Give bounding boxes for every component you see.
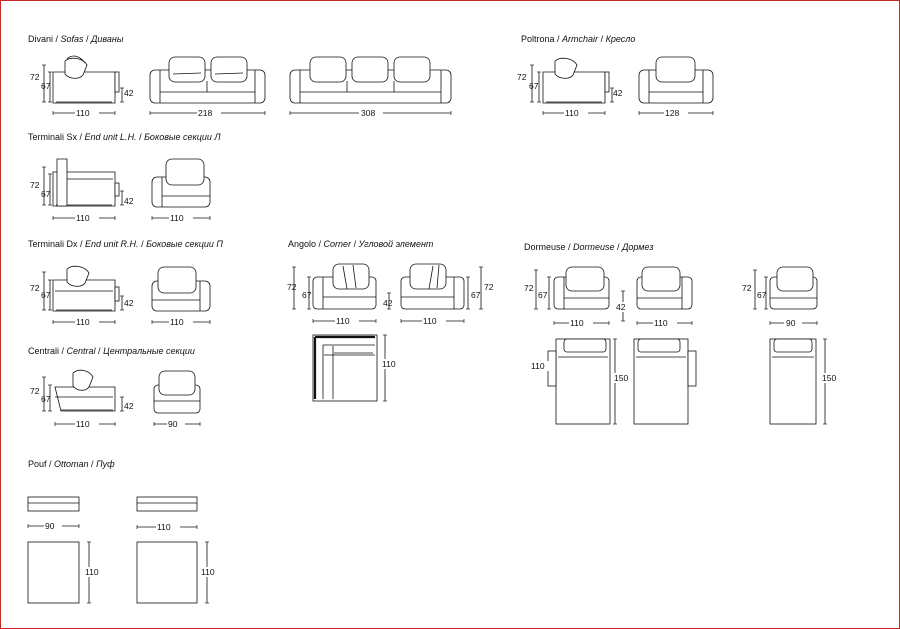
section-title-pouf: Pouf / Ottoman / Пуф — [28, 459, 115, 469]
dim-height-72: 72 — [30, 386, 40, 396]
dim-height-72: 72 — [30, 180, 40, 190]
sofa-side-view — [42, 55, 124, 115]
pouf-90-plan-view — [27, 541, 91, 604]
dim-height-72: 72 — [287, 282, 297, 292]
section-title-end-rh: Terminali Dx / End unit R.H. / Боковые с… — [28, 239, 223, 249]
dim-height-42: 42 — [616, 302, 626, 312]
corner-left-front-view — [292, 263, 377, 323]
dim-depth-110: 110 — [76, 108, 90, 118]
section-title-end-lh: Terminali Sx / End unit L.H. / Боковые с… — [28, 132, 221, 142]
dim-height-67: 67 — [529, 81, 539, 91]
dim-height-42: 42 — [124, 196, 134, 206]
dim-height-67: 67 — [41, 189, 51, 199]
dim-length-150: 150 — [614, 373, 628, 383]
dim-height-72: 72 — [484, 282, 494, 292]
end-unit-lh-front-view — [151, 158, 211, 220]
dim-height-67: 67 — [41, 394, 51, 404]
dim-height-72: 72 — [30, 72, 40, 82]
dim-depth-110: 110 — [76, 419, 90, 429]
pouf-110-front-view — [136, 496, 198, 529]
dormeuse-90-plan-view — [769, 338, 827, 425]
dim-width-110: 110 — [170, 317, 184, 327]
dim-height-67: 67 — [471, 290, 481, 300]
pouf-90-front-view — [27, 496, 80, 528]
dim-length-150: 150 — [822, 373, 836, 383]
dim-width-90: 90 — [786, 318, 796, 328]
corner-right-front-view — [400, 263, 483, 323]
armchair-front-view — [638, 56, 714, 115]
dim-height-67: 67 — [302, 290, 312, 300]
dim-width-90: 90 — [45, 521, 55, 531]
sofa-308-front-view — [289, 56, 452, 115]
dormeuse-right-front-view — [636, 266, 693, 325]
dim-width-218: 218 — [198, 108, 212, 118]
dormeuse-left-plan-view — [547, 338, 617, 425]
dim-depth-110: 110 — [565, 108, 579, 118]
dim-depth-110: 110 — [382, 359, 396, 369]
dim-width-308: 308 — [361, 108, 375, 118]
armchair-side-view — [530, 57, 614, 115]
dim-width-110: 110 — [336, 316, 350, 326]
dim-height-67: 67 — [41, 290, 51, 300]
dim-width-110: 110 — [654, 318, 668, 328]
dim-depth-110: 110 — [76, 213, 90, 223]
dim-height-67: 67 — [538, 290, 548, 300]
central-front-view — [153, 370, 201, 426]
dim-height-72: 72 — [524, 283, 534, 293]
dim-depth-110: 110 — [531, 361, 545, 371]
dormeuse-right-plan-view — [633, 338, 697, 425]
dim-height-72: 72 — [742, 283, 752, 293]
dim-width-110: 110 — [157, 522, 171, 532]
dim-height-72: 72 — [30, 283, 40, 293]
section-title-sofas: Divani / Sofas / Диваны — [28, 34, 124, 44]
dim-height-42: 42 — [124, 88, 134, 98]
dim-height-67: 67 — [757, 290, 767, 300]
pouf-110-plan-view — [136, 541, 209, 604]
dim-depth-110: 110 — [85, 567, 99, 577]
dim-height-72: 72 — [517, 72, 527, 82]
end-unit-rh-side-view — [42, 265, 124, 324]
end-unit-rh-front-view — [151, 266, 211, 324]
end-unit-lh-side-view — [42, 158, 124, 220]
dim-width-110: 110 — [423, 316, 437, 326]
dim-height-67: 67 — [41, 81, 51, 91]
dim-width-128: 128 — [665, 108, 679, 118]
dim-depth-110: 110 — [201, 567, 215, 577]
corner-plan-view — [312, 334, 387, 402]
dim-width-110: 110 — [570, 318, 584, 328]
dim-height-42: 42 — [124, 298, 134, 308]
section-title-dormeuse: Dormeuse / Dormeuse / Дормез — [524, 242, 654, 252]
dormeuse-90-front-view — [753, 266, 818, 325]
dim-height-42: 42 — [124, 401, 134, 411]
dim-width-90: 90 — [168, 419, 178, 429]
section-title-corner: Angolo / Corner / Угловой элемент — [288, 239, 434, 249]
dormeuse-left-front-view — [534, 266, 610, 325]
dim-height-42: 42 — [383, 298, 393, 308]
section-title-armchair: Poltrona / Armchair / Кресло — [521, 34, 635, 44]
dim-width-110: 110 — [170, 213, 184, 223]
sofa-218-front-view — [149, 56, 266, 115]
central-side-view — [42, 369, 124, 426]
section-title-central: Centrali / Central / Центральные секции — [28, 346, 195, 356]
dim-height-42: 42 — [613, 88, 623, 98]
dim-depth-110: 110 — [76, 317, 90, 327]
